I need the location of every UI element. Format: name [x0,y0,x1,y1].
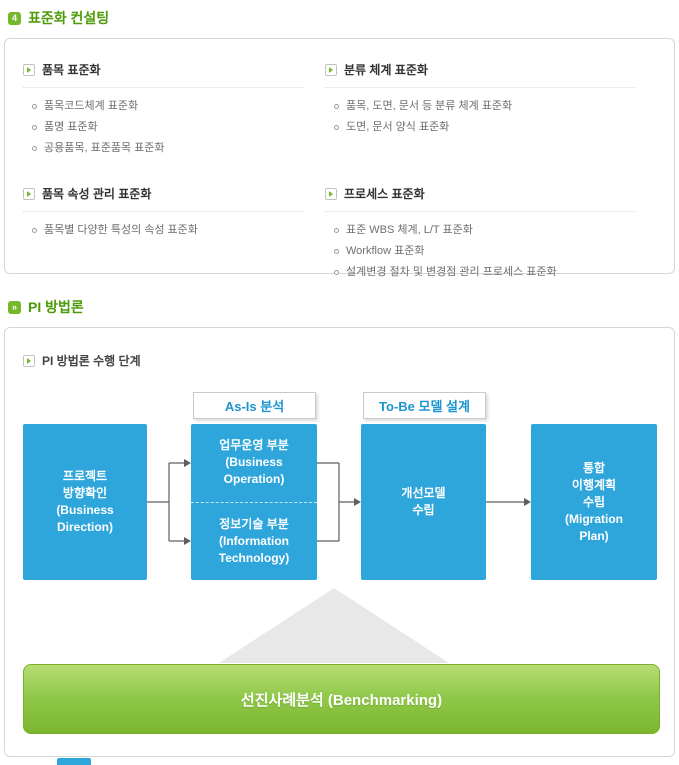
bullet-icon [32,146,37,151]
pi-panel: PI 방법론 수행 단계 As-Is 분석 To-Be 모델 설계 프로젝트 방… [4,327,675,757]
group-title: 품목 속성 관리 표준화 [42,187,152,201]
benchmarking-bar: 선진사례분석 (Benchmarking) [23,664,660,734]
pi-section-title: PI 방법론 [28,299,84,315]
flow-box-business-operation: 업무운영 부분 (Business Operation) [219,438,289,487]
bullet-icon [32,125,37,130]
cutoff-partial-element [57,758,91,765]
group-title: 프로세스 표준화 [344,187,425,201]
standardization-groups: 품목 표준화 품목코드체계 표준화 품명 표준화 공용품목, 표준품목 표준화 … [23,61,658,285]
standardization-section-title: 표준화 컨설팅 [28,10,110,26]
group-title-row: 프로세스 표준화 [325,185,636,212]
arrow-bullet-icon [325,63,337,76]
group-item-list: 품목, 도면, 문서 등 분류 체계 표준화 도면, 문서 양식 표준화 [325,98,636,136]
arrow-bullet-icon [23,354,35,367]
list-item: 표준 WBS 체계, L/T 표준화 [334,222,636,239]
section-number-badge-icon: 4 [8,11,21,25]
arrowhead-icon [184,459,191,467]
group-item-list: 품목코드체계 표준화 품명 표준화 공용품목, 표준품목 표준화 [23,98,303,157]
arrowhead-icon [184,537,191,545]
standardization-panel: 품목 표준화 품목코드체계 표준화 품명 표준화 공용품목, 표준품목 표준화 … [4,38,675,278]
group-title-row: 분류 체계 표준화 [325,61,636,88]
list-item: Workflow 표준화 [334,243,636,260]
group-item-list: 품목별 다양한 특성의 속성 표준화 [23,222,303,239]
group-title-row: 품목 속성 관리 표준화 [23,185,303,212]
page: 4 표준화 컨설팅 품목 표준화 품목코드체계 표준화 품명 표준화 공용품목,… [0,8,679,765]
list-item: 품목별 다양한 특성의 속성 표준화 [32,222,303,239]
standardization-section-header: 4 표준화 컨설팅 [8,8,679,28]
group-title-row: 품목 표준화 [23,61,303,88]
bullet-icon [334,104,339,109]
arrow-bullet-icon [325,187,337,200]
pi-subtitle-row: PI 방법론 수행 단계 [23,352,674,369]
pi-flow-diagram: As-Is 분석 To-Be 모델 설계 프로젝트 방향확인 (Business… [5,382,674,752]
connector-line [147,462,184,542]
section-arrow-badge-icon: » [8,300,21,314]
arrow-bullet-icon [23,187,35,200]
phase-label-asis: As-Is 분석 [193,392,316,419]
flow-box-asis-analysis: 업무운영 부분 (Business Operation) 정보기술 부분 (In… [191,424,317,580]
group-title: 품목 표준화 [42,63,101,77]
list-item: 품목코드체계 표준화 [32,98,303,115]
group-item-standardization: 품목 표준화 품목코드체계 표준화 품명 표준화 공용품목, 표준품목 표준화 [23,61,325,161]
bullet-icon [334,270,339,275]
pi-subtitle: PI 방법론 수행 단계 [42,354,141,368]
bullet-icon [334,125,339,130]
bullet-icon [334,249,339,254]
connector-line [317,462,354,542]
flow-box-migration-plan: 통합 이행계획 수립 (Migration Plan) [531,424,657,580]
arrowhead-icon [524,498,531,506]
list-item: 설계변경 절차 및 변경점 관리 프로세스 표준화 [334,264,636,281]
group-attribute-standardization: 품목 속성 관리 표준화 품목별 다양한 특성의 속성 표준화 [23,185,325,285]
flow-box-business-direction: 프로젝트 방향확인 (Business Direction) [23,424,147,580]
group-process-standardization: 프로세스 표준화 표준 WBS 체계, L/T 표준화 Workflow 표준화… [325,185,658,285]
group-title: 분류 체계 표준화 [344,63,428,77]
arrow-bullet-icon [23,63,35,76]
group-classification-standardization: 분류 체계 표준화 품목, 도면, 문서 등 분류 체계 표준화 도면, 문서 … [325,61,658,161]
group-item-list: 표준 WBS 체계, L/T 표준화 Workflow 표준화 설계변경 절차 … [325,222,636,281]
list-item: 품목, 도면, 문서 등 분류 체계 표준화 [334,98,636,115]
bullet-icon [32,228,37,233]
up-arrow-shape [219,588,449,663]
bullet-icon [32,104,37,109]
pi-section-header: » PI 방법론 [8,297,679,317]
bullet-icon [334,228,339,233]
list-item: 품명 표준화 [32,119,303,136]
phase-label-tobe: To-Be 모델 설계 [363,392,486,419]
flow-box-information-technology: 정보기술 부분 (Information Technology) [191,501,317,581]
flow-box-improvement-model: 개선모델 수립 [361,424,486,580]
list-item: 도면, 문서 양식 표준화 [334,119,636,136]
list-item: 공용품목, 표준품목 표준화 [32,140,303,157]
arrowhead-icon [354,498,361,506]
